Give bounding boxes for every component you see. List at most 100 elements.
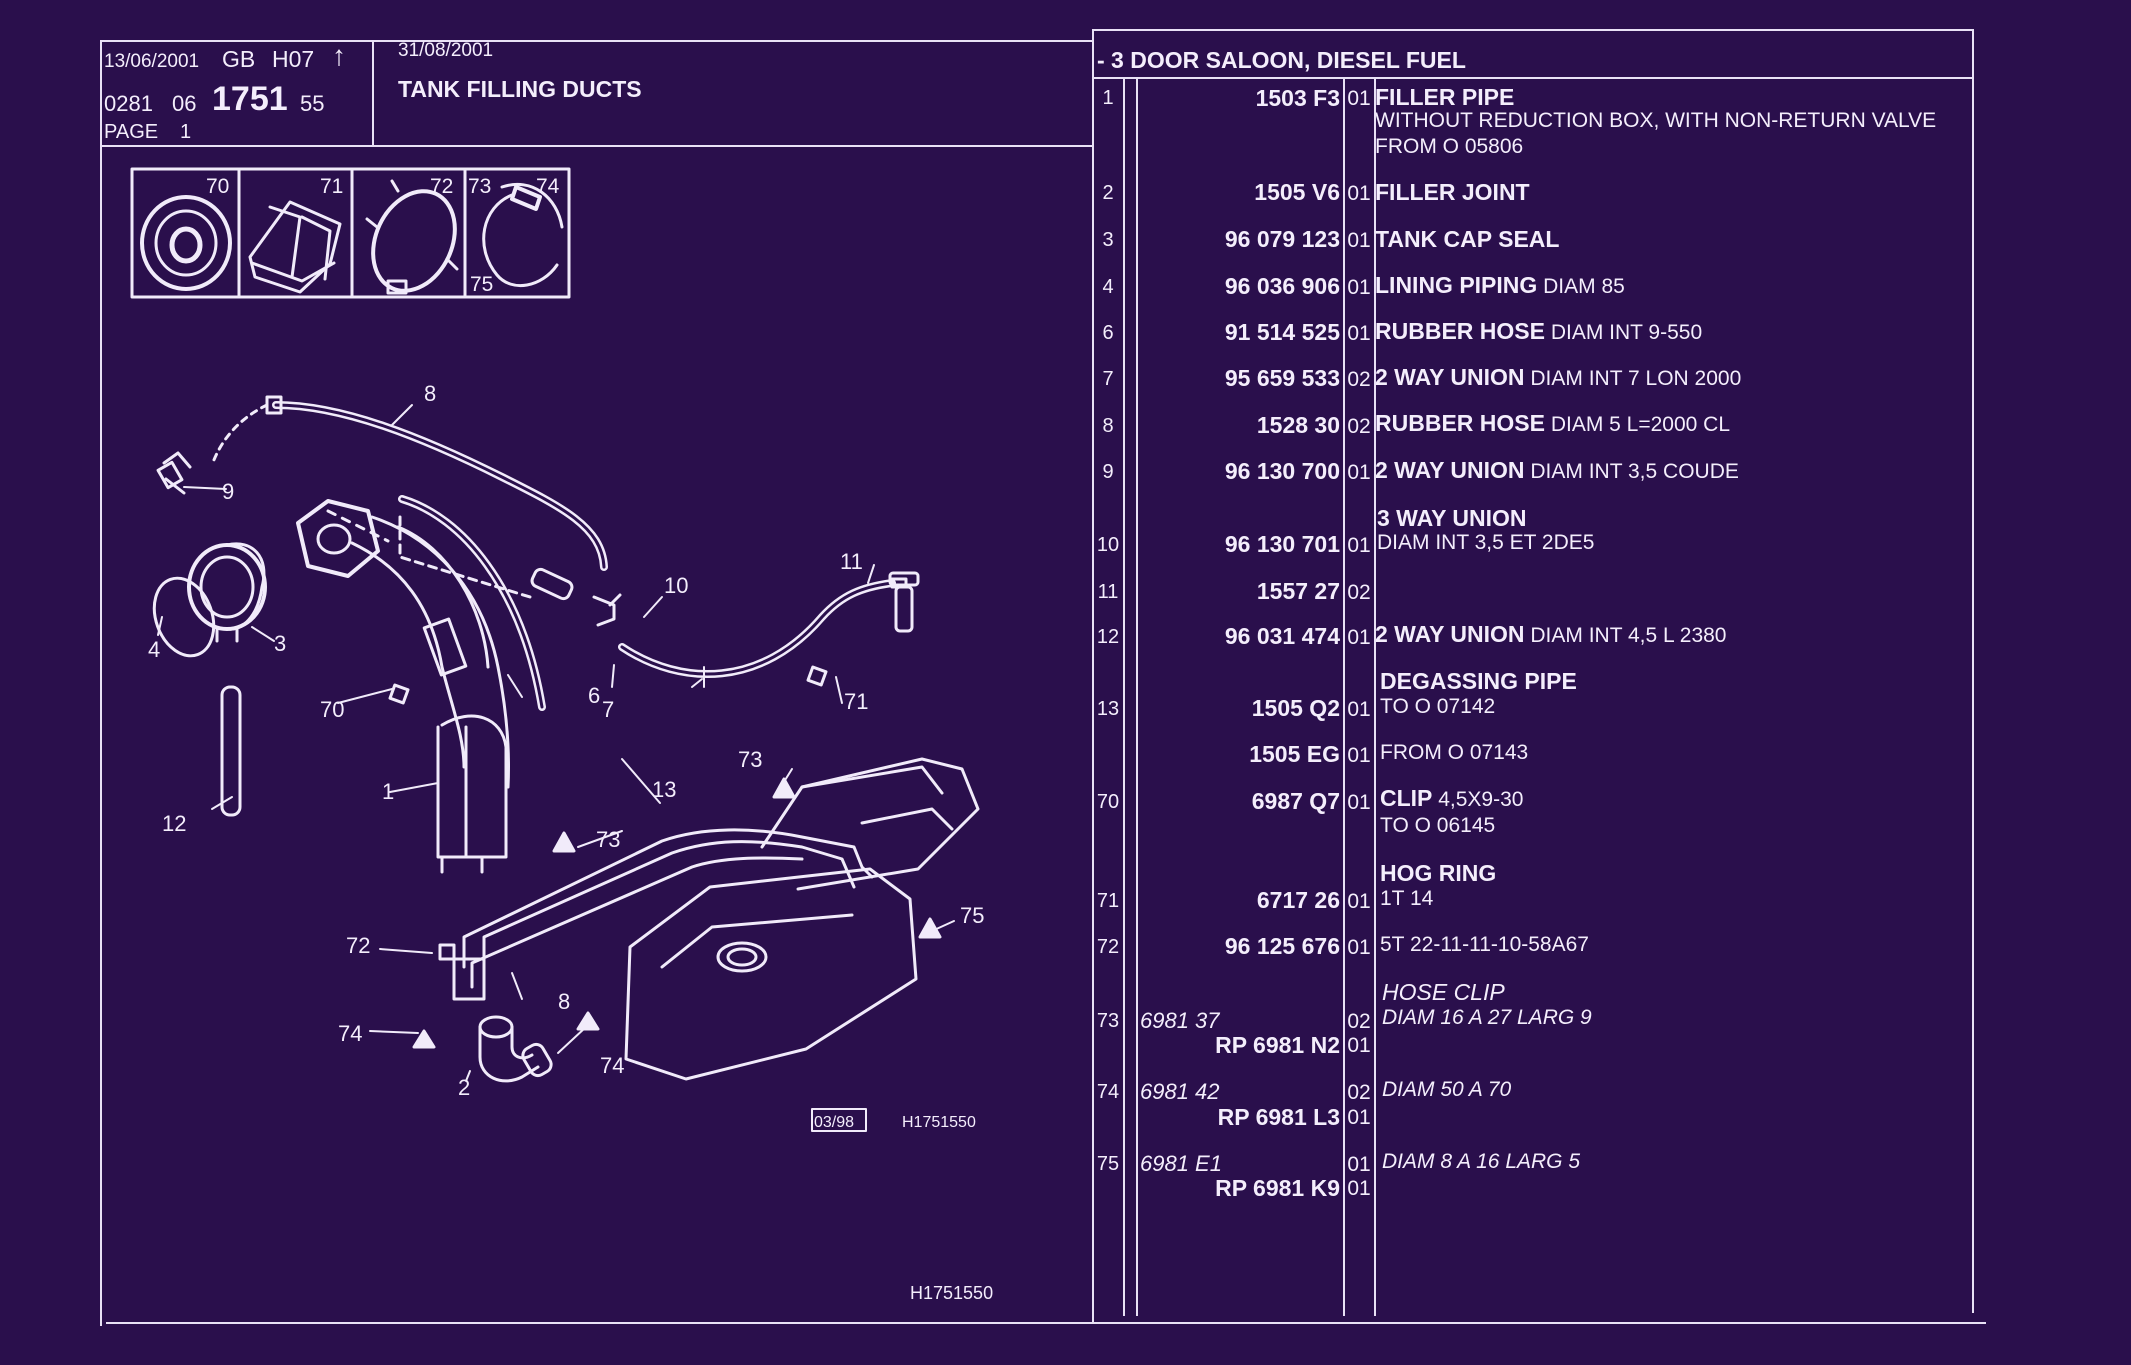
part-description: TANK CAP SEAL xyxy=(1375,228,1559,251)
ref-prefix: 0281 xyxy=(104,91,153,116)
part-number: 95 659 533 xyxy=(1224,365,1340,391)
inset-callout-71: 71 xyxy=(320,175,343,198)
quantity: 01 xyxy=(1347,182,1371,205)
part-number: 96 031 474 xyxy=(1224,623,1340,649)
model-rule xyxy=(1092,77,1974,79)
callout-7: 7 xyxy=(602,697,614,722)
part-name: FILLER PIPE xyxy=(1375,84,1515,110)
quantity: 02 xyxy=(1347,581,1371,604)
hose-clip-icon xyxy=(482,182,564,287)
row-ref: 9 xyxy=(1102,461,1114,483)
frame-right xyxy=(1972,29,1974,1313)
part-name-italic: HOSE CLIP xyxy=(1382,979,1505,1005)
row-ref: 71 xyxy=(1096,890,1120,912)
col-rule-2 xyxy=(1136,78,1138,1316)
row-ref: 6 xyxy=(1102,322,1114,344)
part-detail: TO O 07142 xyxy=(1380,695,1496,718)
frame-top-left xyxy=(100,40,1092,42)
up-arrow-icon: ↑ xyxy=(332,40,346,71)
alt-part-number: 6981 42 xyxy=(1140,1079,1220,1104)
part-detail: FROM O 07143 xyxy=(1380,741,1529,764)
callout-10: 10 xyxy=(664,573,688,598)
part-spec: DIAM INT 9-550 xyxy=(1550,321,1703,344)
inset-callout-74: 74 xyxy=(536,175,560,198)
header-rule xyxy=(100,145,1092,147)
part-detail: DIAM 16 A 27 LARG 9 xyxy=(1382,1006,1592,1029)
part-spec: DIAM INT 7 LON 2000 xyxy=(1530,367,1742,390)
part-spec: DIAM 5 L=2000 CL xyxy=(1550,413,1730,436)
quantity: 01 xyxy=(1347,626,1371,649)
part-detail: 1T 14 xyxy=(1380,887,1434,910)
part-description: DEGASSING PIPE xyxy=(1380,670,1577,693)
rp-part-number: RP 6981 L3 xyxy=(1217,1104,1340,1130)
frame-left xyxy=(100,40,102,1326)
inset-callout-72: 72 xyxy=(430,175,453,198)
part-number: 96 036 906 xyxy=(1224,273,1340,299)
quantity: 01 xyxy=(1347,322,1371,345)
callout-8: 8 xyxy=(424,381,436,406)
part-detail: 5T 22-11-11-10-58A67 xyxy=(1380,933,1589,956)
rp-part-number: RP 6981 K9 xyxy=(1215,1175,1340,1201)
degassing-pipe-13 xyxy=(452,828,874,1001)
part-name: LINING PIPING xyxy=(1375,272,1538,298)
part-name: RUBBER HOSE xyxy=(1375,318,1545,344)
quantity: 02 xyxy=(1347,415,1371,438)
quantity: 01 xyxy=(1347,936,1371,959)
part-description: HOG RING xyxy=(1380,862,1496,885)
row-ref: 2 xyxy=(1102,182,1114,204)
part-description: RUBBER HOSE DIAM 5 L=2000 CL xyxy=(1375,412,1730,436)
rubber-hose-8 xyxy=(210,395,608,571)
stamp-box xyxy=(811,1108,867,1132)
part-detail: DIAM 50 A 70 xyxy=(1382,1078,1512,1101)
detail-insets: 70 71 72 73 74 75 xyxy=(130,167,571,299)
part-description: 2 WAY UNION DIAM INT 7 LON 2000 xyxy=(1375,366,1742,390)
part-number: 6717 26 xyxy=(1256,887,1340,913)
callout-70: 70 xyxy=(320,697,344,722)
part-detail: DIAM 8 A 16 LARG 5 xyxy=(1382,1150,1581,1173)
page-number: 1 xyxy=(180,121,192,143)
part-spec: 4,5X9-30 xyxy=(1438,788,1524,811)
part-number: 1505 EG xyxy=(1249,741,1340,767)
part-description: 3 WAY UNION xyxy=(1377,507,1527,530)
row-ref: 70 xyxy=(1096,791,1120,813)
ring-72-marker xyxy=(438,943,456,961)
pipe-12 xyxy=(220,685,242,817)
rubber-hose-6 xyxy=(398,495,546,711)
row-ref: 3 xyxy=(1102,229,1114,251)
part-detail: TO O 06145 xyxy=(1380,814,1496,837)
filler-joint-2 xyxy=(478,1015,553,1083)
part-name: 2 WAY UNION xyxy=(1375,457,1525,483)
part-number: 1503 F3 xyxy=(1255,85,1340,111)
callout-11: 11 xyxy=(840,549,863,574)
part-number: 91 514 525 xyxy=(1224,319,1340,345)
vehicle-code: H07 xyxy=(272,46,315,72)
ref-main: 1751 xyxy=(212,80,288,118)
quantity: 01 xyxy=(1347,791,1371,814)
callout-1: 1 xyxy=(382,779,394,804)
row-ref: 7 xyxy=(1102,368,1114,390)
stamp-code: H1751550 xyxy=(902,1114,976,1131)
page-label: PAGE xyxy=(104,121,159,143)
part-spec: DIAM 85 xyxy=(1543,275,1625,298)
callout-6: 6 xyxy=(588,683,600,708)
callout-2: 2 xyxy=(458,1075,470,1100)
row-ref: 4 xyxy=(1102,276,1114,298)
part-number-column: 1503 F3 1505 V6 96 079 123 96 036 906 91… xyxy=(1124,0,1340,1365)
inset-callout-73: 73 xyxy=(468,175,491,198)
frame-divider xyxy=(1092,29,1094,1323)
header-sep xyxy=(372,40,374,146)
col-rule-3 xyxy=(1343,78,1345,1316)
union-10 xyxy=(326,509,622,627)
part-name: HOG RING xyxy=(1380,860,1497,886)
quantity: 01 xyxy=(1347,698,1371,721)
lining-ring-4 xyxy=(152,576,216,658)
ref-group: 06 xyxy=(172,91,197,116)
callout-9: 9 xyxy=(222,479,234,504)
quantity: 02 xyxy=(1347,1010,1371,1033)
part-name: FILLER JOINT xyxy=(1375,179,1530,205)
clip-74-arrow-1 xyxy=(412,1029,436,1049)
col-rule-1 xyxy=(1123,78,1125,1316)
row-ref: 73 xyxy=(1096,1010,1120,1032)
leader-lines xyxy=(157,404,955,1082)
callout-12: 12 xyxy=(162,811,186,836)
